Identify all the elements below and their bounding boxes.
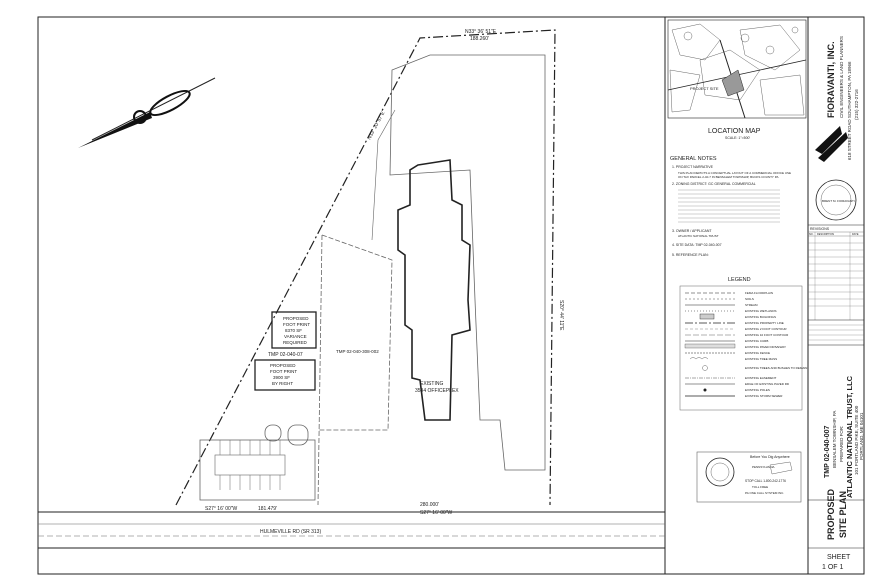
pa-one-call-toll: TOLL FREE — [752, 485, 768, 489]
firm-phone: (215) 322-2716 — [854, 89, 859, 120]
drawing-info-table — [808, 324, 864, 346]
location-map-title: LOCATION MAP — [708, 128, 761, 135]
rev-col-desc: DESCRIPTION — [817, 233, 834, 236]
legend-item-15: EXISTING POLES — [745, 388, 770, 392]
tmp-number: TMP 02-040-007 — [824, 425, 831, 478]
note-3: 3. OWNER / APPLICANT — [672, 229, 712, 233]
legend-item-10: EXISTING FENCE — [745, 351, 770, 355]
firm-name: FIORAVANTI, INC. — [826, 41, 836, 118]
client-name: ATLANTIC NATIONAL TRUST, LLC — [845, 375, 854, 498]
client-address-2: PORTLAND, ME 04101 — [859, 412, 864, 460]
building-b-line-1: PROPOSED — [270, 363, 296, 368]
legend-item-5: EXISTING PROPERTY LINE — [745, 321, 784, 325]
township: BENSALEM TOWNSHIP, PA — [832, 411, 837, 468]
note-5: 5. REFERENCE PLAN: — [672, 253, 709, 257]
existing-building-label-1: EXISTING — [420, 381, 443, 387]
building-a-line-4: VARIANCE — [284, 334, 307, 339]
legend-title: LEGEND — [728, 277, 751, 283]
location-map-scale: SCALE: 1"=500' — [725, 136, 750, 140]
property-boundary — [175, 29, 556, 506]
building-b-line-2: FOOT PRINT — [270, 369, 297, 374]
tmp-middle-label: TMP 02-040-308-002 — [336, 349, 379, 354]
building-b-line-3: 3900 SF — [273, 375, 290, 380]
legend-item-16: EXISTING STORM SEWER — [745, 394, 783, 398]
road-hulmeville — [38, 511, 665, 549]
existing-building — [397, 159, 471, 421]
bottom-length-right: 280.000' — [420, 502, 439, 508]
bottom-bearing-right: S27° 16' 00"W — [420, 510, 453, 516]
note-1: 1. PROJECT NARRATIVE — [672, 165, 714, 169]
sheet-number: 1 OF 1 — [822, 564, 844, 571]
pa-one-call-system: PA ONE CALL SYSTEM INC. — [745, 491, 784, 495]
note-3a: ATLANTIC NATIONAL TRUST — [678, 234, 719, 238]
rev-col-no: NO. — [809, 233, 814, 236]
pa-one-call-state: PENNSYLVANIA — [752, 465, 775, 469]
legend-item-9: EXISTING PAVED DRIVEWAY — [745, 345, 786, 349]
proposed-building-a — [271, 311, 317, 349]
sheet-label: SHEET — [827, 554, 851, 561]
location-map — [667, 19, 807, 119]
firm-logo — [815, 126, 848, 162]
legend-item-4: EXISTING BUILDINGS — [745, 315, 776, 319]
note-2: 2. ZONING DISTRICT: GC GENERAL COMMERCIA… — [672, 182, 756, 186]
legend-item-2: STREAM — [745, 303, 758, 307]
location-map-project: PROJECT SITE — [690, 86, 719, 91]
legend-item-3: EXISTING WETLANDS — [745, 309, 777, 313]
proposed-building-b — [254, 359, 316, 391]
road-label: HULMEVILLE RD (SR 313) — [260, 529, 321, 535]
general-notes-title: GENERAL NOTES — [670, 156, 717, 162]
legend-item-6: EXISTING 2 FOOT CONTOUR — [745, 327, 787, 331]
zoning-table — [678, 189, 780, 223]
boundary-top-length: 188.260' — [470, 36, 489, 42]
legend-item-7: EXISTING 10 FOOT CONTOUR — [745, 333, 789, 337]
seal-name: BRENT M. FIORAVANTI — [822, 199, 855, 203]
firm-sub: CIVIL ENGINEERS & LAND PLANNERS — [839, 36, 844, 118]
tmp-parcel-label: TMP 02-040-07 — [268, 352, 303, 358]
legend-item-0: FEMA FLOODPLAIN — [745, 291, 773, 295]
building-a-line-3: 8370 SF — [285, 328, 302, 333]
legend-item-12: EXISTING TREES AND BUSHES TO REMAIN — [745, 366, 807, 370]
boundary-top-bearing: N33° 36' 51"E — [465, 29, 497, 35]
legend-box — [679, 285, 803, 411]
boundary-left-bearing: N33° 20' 57"E — [366, 110, 386, 141]
pa-one-call-title: Before You Dig Anywhere — [750, 455, 790, 459]
existing-building-label-2: 3594 OFFICEPLEX — [415, 388, 459, 394]
note-4: 4. SITE DATA: TMP 02-040-007 — [672, 243, 722, 247]
plan-title-2: SITE PLAN — [838, 491, 848, 538]
middle-parcel — [317, 234, 393, 506]
legend-item-14: EDGE OF EXISTING PAVED RD — [745, 382, 790, 386]
note-1a: THIS PLAN DEPICTS A CONCEPTUAL LAYOUT OF… — [678, 171, 791, 175]
plan-title-1: PROPOSED — [826, 488, 836, 540]
legend-item-13: EXISTING EASEMENT — [745, 376, 777, 380]
legend-item-11: EXISTING TREE MASS — [745, 357, 777, 361]
north-arrow-icon — [78, 77, 216, 148]
pa-one-call-stop: STOP CALL 1-800-242-1776 — [745, 479, 786, 483]
building-b-line-4: BY RIGHT — [272, 381, 293, 386]
client-address-1: 101 PORTLAND PIKE, SUITE 400 — [854, 405, 859, 475]
building-a-line-2: FOOT PRINT — [283, 322, 310, 327]
pa-one-call-box — [696, 451, 802, 503]
boundary-right-bearing: S20° 44' 11"E — [558, 300, 564, 331]
note-1b: ON TAX PARCEL 2-40-7 IN BENSALEM TOWNSHI… — [678, 175, 778, 179]
engineer-seal-icon — [815, 179, 857, 221]
bottom-bearing-left: S27° 16' 00"W — [205, 506, 238, 512]
existing-paved-area — [371, 54, 546, 471]
legend-item-1: SOILS — [745, 297, 754, 301]
legend-item-8: EXISTING CURB — [745, 339, 768, 343]
revisions-table — [808, 231, 864, 320]
firm-address: 618 STREET ROAD SOUTHAMPTON, PA 18966 — [847, 61, 852, 160]
building-a-line-1: PROPOSED — [283, 316, 309, 321]
revisions-title: REVISIONS — [810, 227, 830, 231]
bottom-length-left: 181.479' — [258, 506, 277, 512]
rev-col-date: DATE — [852, 233, 859, 236]
proposed-parking — [199, 424, 316, 501]
prepared-for: PREPARED FOR: — [839, 426, 844, 462]
building-a-line-5: REQUIRED — [283, 340, 308, 345]
